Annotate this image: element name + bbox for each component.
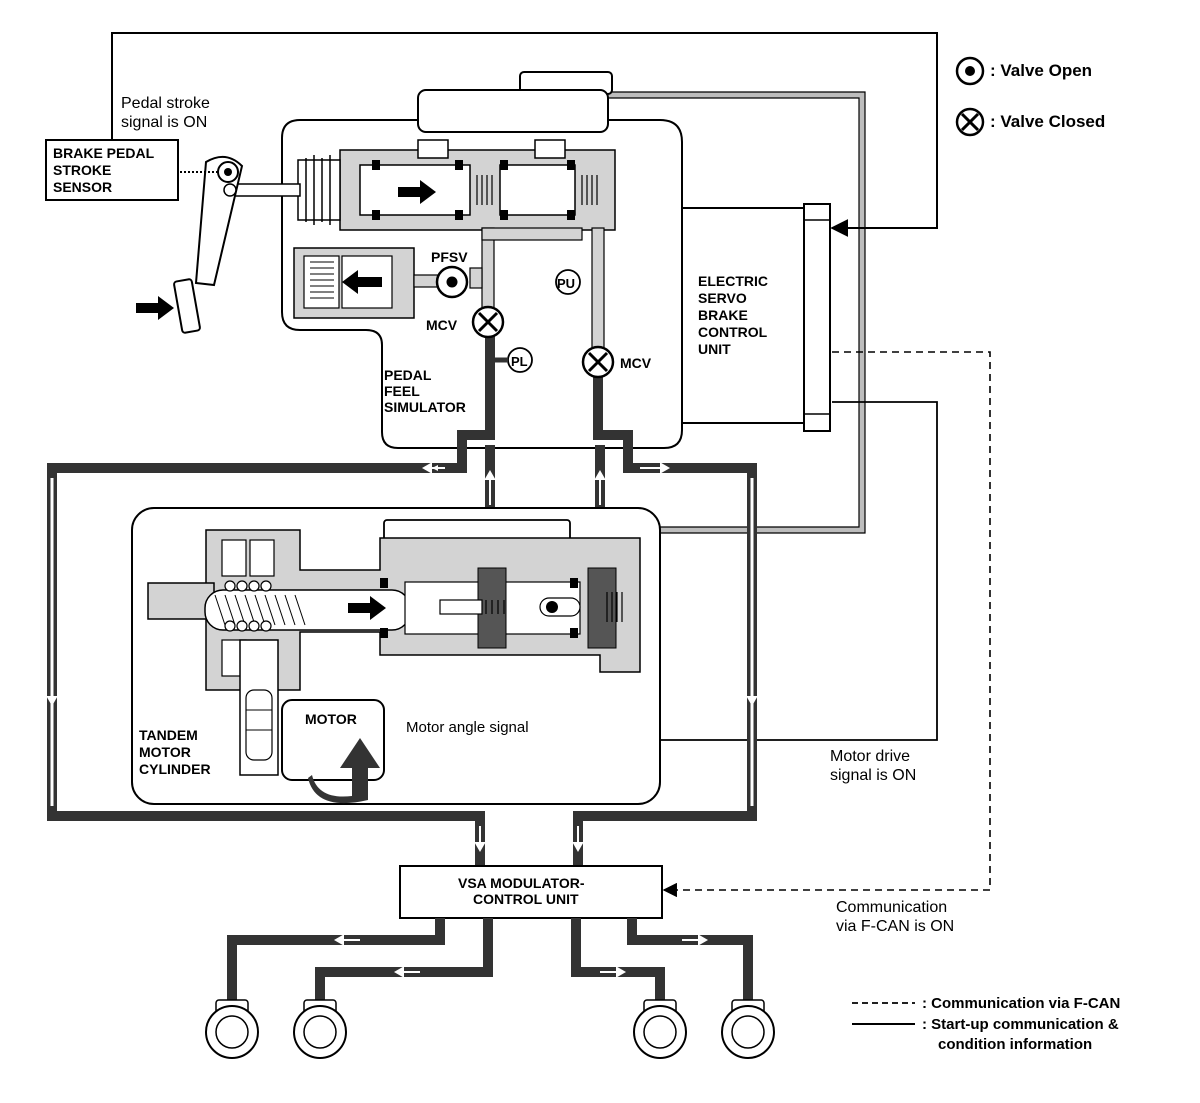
mcv-left-label: MCV [426,317,458,333]
motor [281,699,385,804]
pedal-stroke-signal-label: Pedal stroke signal is ON [121,95,210,131]
svg-text:BRAKE PEDAL: BRAKE PEDAL [53,145,155,161]
legend-valve-open-label: : Valve Open [990,61,1092,80]
wheel-brake-front-left-icon [205,999,259,1059]
svg-text:via F-CAN is ON: via F-CAN is ON [836,918,954,935]
fcan-signal-label: Communication via F-CAN is ON [836,899,954,935]
wheel-brake-rear-right-icon [633,999,687,1059]
legend: : Valve Open : Valve Closed : Communicat… [852,56,1120,1053]
fluid-reservoir [417,71,613,133]
legend-valve-closed-icon [955,107,985,137]
svg-text:Pedal stroke: Pedal stroke [121,95,210,112]
pedal-stroke-signal-line [111,32,938,237]
pu-label: PU [557,276,575,291]
pl-sensor [495,347,533,373]
svg-text:BRAKE: BRAKE [698,307,748,323]
brake-pedal [136,155,244,334]
return-lines [600,92,865,533]
svg-text:TANDEM: TANDEM [139,727,198,743]
pfsv-valve-open-icon [435,265,469,299]
motor-angle-signal-label: Motor angle signal [406,719,529,736]
vsa-modulator-label: VSA MODULATOR- CONTROL UNIT [458,875,585,907]
brake-pedal-stroke-sensor [45,139,179,201]
pedal-feel-simulator-label: PEDAL FEEL SIMULATOR [384,367,466,415]
motor-drive-signal-label: Motor drive signal is ON [830,748,916,784]
legend-fcan-label: : Communication via F-CAN [922,995,1120,1012]
svg-text:SERVO: SERVO [698,290,747,306]
motor-drive-signal-line [386,401,938,749]
svg-text:PEDAL: PEDAL [384,367,432,383]
svg-text:SENSOR: SENSOR [53,179,112,195]
flow-arrows [432,465,448,471]
svg-text:CONTROL UNIT: CONTROL UNIT [473,891,579,907]
simulator-piston [293,247,451,319]
wheel-brake-lines [227,918,753,1010]
svg-text:CYLINDER: CYLINDER [139,761,211,777]
pu-sensor [555,269,581,295]
brake-pedal-sensor-label: BRAKE PEDAL STROKE SENSOR [53,145,155,195]
pfsv-label: PFSV [431,249,468,265]
wheel-brake-rear-left-icon [293,999,347,1059]
svg-text:signal is ON: signal is ON [830,767,916,784]
pl-label: PL [511,354,528,369]
svg-text:CONTROL: CONTROL [698,324,768,340]
legend-startup-label-2: condition information [938,1036,1092,1053]
svg-text:signal is ON: signal is ON [121,114,207,131]
svg-text:Motor drive: Motor drive [830,748,910,765]
esb-control-unit-label: ELECTRIC SERVO BRAKE CONTROL UNIT [698,273,768,357]
tandem-cylinder-body [147,519,641,691]
esb-control-unit [681,203,831,432]
mcv-left-valve-closed-icon [471,305,505,339]
legend-valve-closed-label: : Valve Closed [990,112,1105,131]
legend-valve-open-icon [955,56,985,86]
mcv-right-label: MCV [620,355,652,371]
legend-startup-label-1: : Start-up communication & [922,1016,1119,1033]
vsa-modulator-control-unit [399,865,663,919]
svg-text:UNIT: UNIT [698,341,731,357]
svg-text:VSA MODULATOR-: VSA MODULATOR- [458,875,585,891]
tandem-motor-cylinder-label: TANDEM MOTOR CYLINDER [139,727,211,777]
wheel-brake-front-right-icon [721,999,775,1059]
motor-gear-train [239,639,279,776]
svg-text:FEEL: FEEL [384,383,420,399]
motor-label: MOTOR [305,711,357,727]
master-cylinder [229,139,616,231]
svg-text:MOTOR: MOTOR [139,744,191,760]
svg-text:SIMULATOR: SIMULATOR [384,399,466,415]
mcv-right-valve-closed-icon [581,345,615,379]
svg-text:ELECTRIC: ELECTRIC [698,273,768,289]
svg-text:STROKE: STROKE [53,162,111,178]
fcan-signal-line [662,351,991,898]
svg-text:Communication: Communication [836,899,947,916]
